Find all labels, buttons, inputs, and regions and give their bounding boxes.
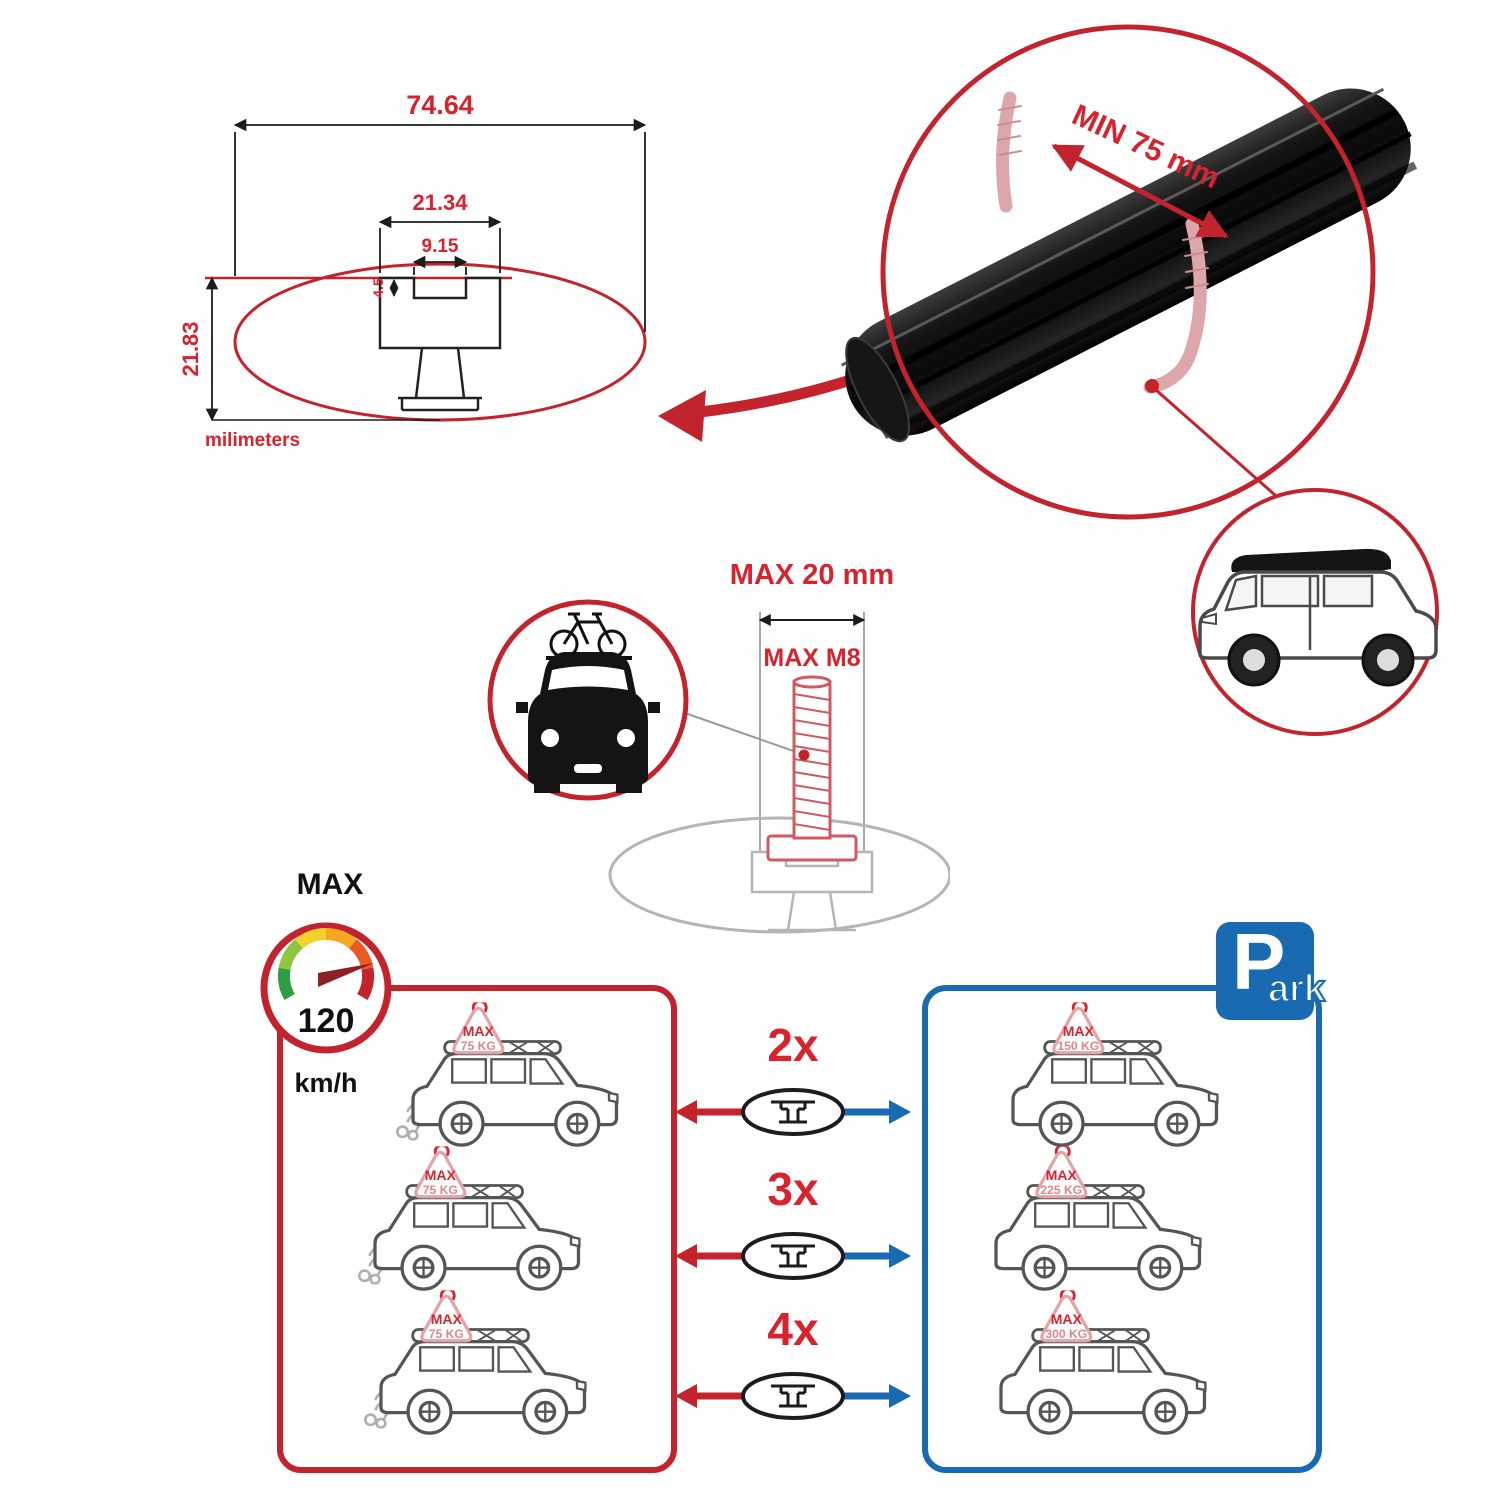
car-front-view: [516, 652, 660, 793]
badge-kg: 75 KG: [423, 1183, 458, 1197]
leader-dot: [798, 749, 810, 761]
load-badge: MAX 150 KG: [1052, 1002, 1105, 1055]
crossbar-count-icon-4x: [673, 1366, 913, 1426]
badge-max: MAX: [425, 1167, 457, 1183]
detail-circle: [880, 24, 1376, 520]
min-span-arrow: [1051, 143, 1229, 239]
badge-kg: 225 KG: [1040, 1183, 1082, 1197]
gauge-arc: [278, 927, 374, 1001]
min-span-label: MIN 75 mm: [1067, 98, 1224, 195]
crossbar-count-icon-2x: [673, 1082, 913, 1142]
parked-car-1: MAX 150 KG: [985, 1002, 1265, 1152]
gauge-max-label: MAX: [296, 868, 364, 901]
load-badge: MAX 75 KG: [414, 1146, 467, 1199]
load-badge: MAX 75 KG: [420, 1290, 473, 1343]
gauge-speed-unit: km/h: [294, 1068, 358, 1098]
profile-stem: [398, 347, 482, 412]
multiplier-label-2x: 2x: [767, 1019, 819, 1071]
hook-point-dot: [1145, 379, 1159, 393]
dim-total-height-label: 21.83: [178, 321, 203, 376]
dimension-lines: [205, 118, 647, 422]
parked-car-2: MAX 225 KG: [968, 1146, 1248, 1296]
park-sign: P ark: [1216, 917, 1326, 1020]
max-bolt-label: MAX M8: [763, 644, 860, 672]
crossbar-bar: [840, 87, 1418, 443]
max-width-label: MAX 20 mm: [730, 559, 894, 591]
arrow-head: [658, 390, 706, 442]
crossbar-dimension-diagram: 74.64 21.34 9.15 4.5 21.83 milimeters: [178, 90, 647, 451]
clamp-hook-lower: [1143, 217, 1209, 394]
badge-max: MAX: [1046, 1167, 1078, 1183]
driving-car-1: MAX 75 KG: [396, 1002, 665, 1152]
badge-max: MAX: [431, 1311, 463, 1327]
dim-slot-width-label: 9.15: [422, 236, 459, 257]
driving-car-3: MAX 75 KG: [364, 1290, 633, 1440]
headlight: [541, 729, 559, 747]
dim-lip-depth-label: 4.5: [370, 278, 386, 298]
load-badge: MAX 300 KG: [1040, 1290, 1093, 1343]
badge-kg: 300 KG: [1045, 1327, 1087, 1341]
profile-channel: [378, 276, 502, 350]
headlight: [617, 729, 635, 747]
load-badge: MAX 225 KG: [1035, 1146, 1088, 1199]
parked-car-3: MAX 300 KG: [973, 1290, 1253, 1440]
multiplier-label-3x: 3x: [767, 1163, 819, 1215]
load-badge: MAX 75 KG: [452, 1002, 505, 1055]
leader-line: [681, 711, 803, 755]
dim-units-label: milimeters: [205, 430, 300, 451]
multiplier-label-4x: 4x: [767, 1303, 819, 1355]
badge-kg: 75 KG: [461, 1039, 496, 1053]
park-sign-p: P: [1232, 917, 1286, 1006]
badge-max: MAX: [1063, 1023, 1095, 1039]
bolt-diagram: MAX 20 mm MAX M8: [487, 559, 950, 934]
roof-box: [1231, 548, 1391, 574]
t-bolt: [766, 675, 858, 862]
park-sign-ark: ark: [1267, 967, 1326, 1011]
circle-connector-line: [1155, 388, 1293, 512]
suv-with-roofbox: [1198, 548, 1438, 687]
gauge-speed-value: 120: [298, 1002, 355, 1040]
gauge-needle: [318, 963, 374, 987]
badge-kg: 150 KG: [1057, 1039, 1099, 1053]
badge-max: MAX: [1051, 1311, 1083, 1327]
badge-max: MAX: [463, 1023, 495, 1039]
dim-channel-outer-label: 21.34: [412, 190, 468, 215]
badge-kg: 75 KG: [429, 1327, 464, 1341]
speed-gauge: 120: [260, 922, 392, 1054]
crossbar-count-icon-3x: [673, 1226, 913, 1286]
bar-end-cap: [845, 336, 911, 443]
dim-total-width-label: 74.64: [406, 90, 474, 120]
clamp-hook-upper: [996, 91, 1022, 213]
faded-profile: [608, 816, 950, 934]
driving-car-2: MAX 75 KG: [358, 1146, 627, 1296]
crossbar-render-view: MIN 75 mm: [840, 24, 1439, 736]
